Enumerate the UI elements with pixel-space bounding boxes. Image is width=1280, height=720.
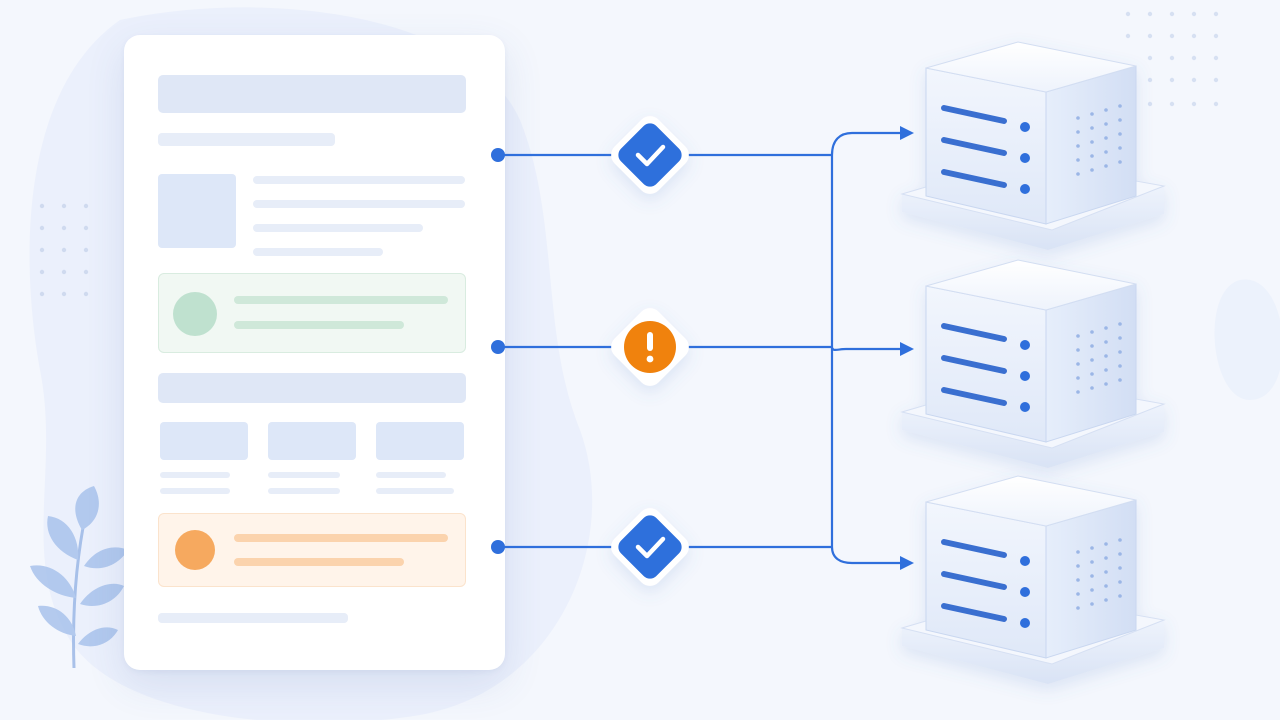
status-light-icons (1020, 556, 1030, 628)
background-blob-right (1214, 279, 1280, 400)
grid-caption-placeholder (160, 488, 230, 494)
document-card (124, 35, 505, 670)
server-middle (900, 259, 1166, 468)
section-heading-placeholder (158, 373, 466, 403)
text-line-placeholder (253, 200, 465, 208)
text-line-placeholder (253, 248, 383, 256)
connector-dot-top (491, 148, 505, 162)
status-light-icons (1020, 122, 1030, 194)
arrowhead-middle (900, 342, 914, 356)
grid-card-placeholder (160, 422, 248, 460)
drive-bay-lines (941, 323, 1007, 406)
doc-subtitle-placeholder (158, 133, 335, 146)
doc-footer-placeholder (158, 613, 348, 623)
grid-caption-placeholder (268, 488, 340, 494)
validation-badge-top (611, 116, 689, 194)
server-top (900, 41, 1166, 250)
warning-status-dot (175, 530, 215, 570)
success-panel (158, 273, 466, 353)
check-icon (635, 536, 666, 559)
vent-grille (1076, 104, 1122, 176)
arrowhead-bottom (900, 556, 914, 570)
success-line-placeholder (234, 296, 448, 304)
connector-trunk (830, 131, 900, 565)
exclamation-icon (646, 332, 654, 363)
validation-badge-bottom (611, 508, 689, 586)
doc-title-placeholder (158, 75, 466, 113)
success-line-placeholder (234, 321, 404, 329)
text-line-placeholder (253, 224, 423, 232)
drive-bay-lines (941, 539, 1007, 622)
drive-bay-lines (941, 105, 1007, 188)
check-icon (635, 144, 666, 167)
server-bottom (900, 475, 1166, 684)
grid-caption-placeholder (268, 472, 340, 478)
grid-caption-placeholder (376, 488, 454, 494)
arrowhead-top (900, 126, 914, 140)
vent-grille (1076, 538, 1122, 610)
connector-dot-bottom (491, 540, 505, 554)
status-light-icons (1020, 340, 1030, 412)
warning-panel (158, 513, 466, 587)
grid-card-placeholder (376, 422, 464, 460)
dot-grid-right (1125, 11, 1219, 107)
warning-line-placeholder (234, 558, 404, 566)
warning-line-placeholder (234, 534, 448, 542)
vent-grille (1076, 322, 1122, 394)
connector-lines (498, 131, 900, 565)
validation-badge-middle (611, 308, 689, 386)
success-status-dot (173, 292, 217, 336)
text-line-placeholder (253, 176, 465, 184)
connector-start-dots (491, 148, 505, 554)
image-placeholder (158, 174, 236, 248)
grid-caption-placeholder (160, 472, 230, 478)
dot-grid-left (39, 203, 89, 297)
connector-dot-middle (491, 340, 505, 354)
connector-arrowheads (900, 126, 914, 570)
leaf-plant-icon (30, 486, 128, 669)
grid-card-placeholder (268, 422, 356, 460)
grid-caption-placeholder (376, 472, 446, 478)
